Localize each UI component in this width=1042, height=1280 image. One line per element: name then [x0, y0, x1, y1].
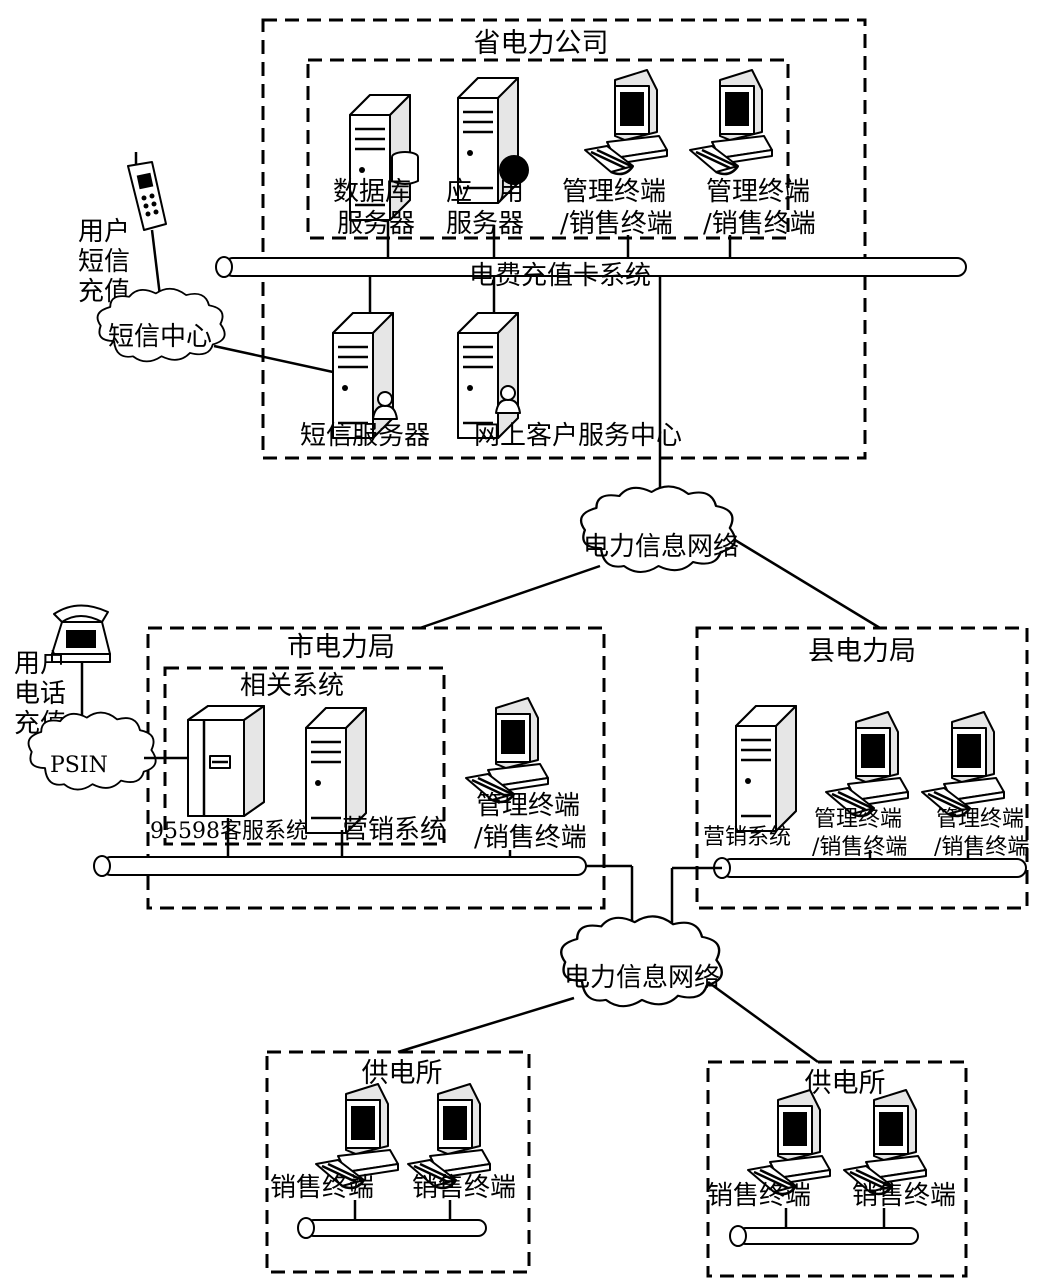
telephone-icon — [51, 604, 111, 663]
computer-icon — [824, 710, 910, 818]
city-terminal-label-2: /销售终端 — [474, 823, 587, 853]
user-phone-label-1: 用户 — [14, 649, 66, 679]
province-box — [261, 18, 867, 460]
web-center-label: 网上客户服务中心 — [474, 421, 682, 451]
network-bottom-label: 电力信息网络 — [564, 963, 720, 993]
mobile-phone-icon — [127, 152, 167, 231]
computer-icon — [464, 696, 550, 804]
user-sms-label-2: 短信 — [78, 247, 130, 277]
computer-icon — [688, 68, 774, 176]
computer-icon — [583, 68, 669, 176]
county-title: 县电力局 — [808, 636, 916, 667]
sms-server-icon — [331, 311, 398, 440]
province-bus-label: 电费充值卡系统 — [469, 261, 651, 291]
app-server-label-1: 应 用 — [446, 177, 524, 207]
county-terminal-2-label-1: 管理终端 — [936, 807, 1024, 832]
db-server-label-1: 数据库 — [333, 177, 411, 207]
county-marketing-server-icon — [734, 704, 798, 833]
db-server-label-2: 服务器 — [337, 209, 415, 239]
county-marketing-label: 营销系统 — [703, 825, 791, 850]
province-terminal-1-label-1: 管理终端 — [562, 177, 666, 207]
station-1-terminal-1-label: 销售终端 — [270, 1173, 374, 1203]
psin-label: PSIN — [50, 753, 108, 778]
network-top-label: 电力信息网络 — [583, 532, 739, 562]
county-bus — [721, 858, 1027, 878]
computer-icon — [746, 1088, 832, 1196]
county-terminal-2-label-2: /销售终端 — [934, 835, 1029, 860]
county-terminal-1-label-2: /销售终端 — [812, 835, 907, 860]
station-2-terminal-1-label: 销售终端 — [707, 1181, 811, 1211]
related-systems-title: 相关系统 — [240, 671, 344, 701]
city-terminal-label-1: 管理终端 — [476, 791, 580, 821]
county-box — [695, 626, 1029, 910]
city-bus — [101, 856, 587, 876]
related-systems-box — [163, 666, 446, 846]
web-service-server-icon — [456, 311, 521, 440]
computer-icon — [842, 1088, 928, 1196]
province-terminal-2-label-1: 管理终端 — [706, 177, 810, 207]
database-server-icon — [348, 93, 419, 222]
city-marketing-label: 营销系统 — [342, 815, 446, 845]
station-1-bus — [305, 1219, 487, 1237]
app-server-label-2: 服务器 — [446, 209, 524, 239]
station-2-bus — [737, 1227, 919, 1245]
province-terminal-2-label-2: /销售终端 — [703, 209, 816, 239]
user-phone-label-2: 电话 — [14, 679, 66, 709]
province-title: 省电力公司 — [474, 28, 609, 59]
station-2-terminal-2-label: 销售终端 — [852, 1181, 956, 1211]
computer-icon — [920, 710, 1006, 818]
service-cabinet-icon — [187, 705, 265, 817]
user-sms-label-1: 用户 — [78, 217, 130, 247]
province-terminal-1-label-2: /销售终端 — [560, 209, 673, 239]
sms-center-label: 短信中心 — [108, 322, 212, 352]
county-terminal-1-label-1: 管理终端 — [814, 807, 902, 832]
station-1-terminal-2-label: 销售终端 — [412, 1173, 516, 1203]
application-server-icon — [456, 76, 529, 205]
station-1-title: 供电所 — [362, 1058, 443, 1089]
sms-server-label: 短信服务器 — [300, 421, 430, 451]
city-title: 市电力局 — [287, 632, 395, 663]
station-2-box — [706, 1060, 968, 1278]
station-2-title: 供电所 — [805, 1068, 886, 1099]
psin-cloud — [27, 711, 157, 791]
